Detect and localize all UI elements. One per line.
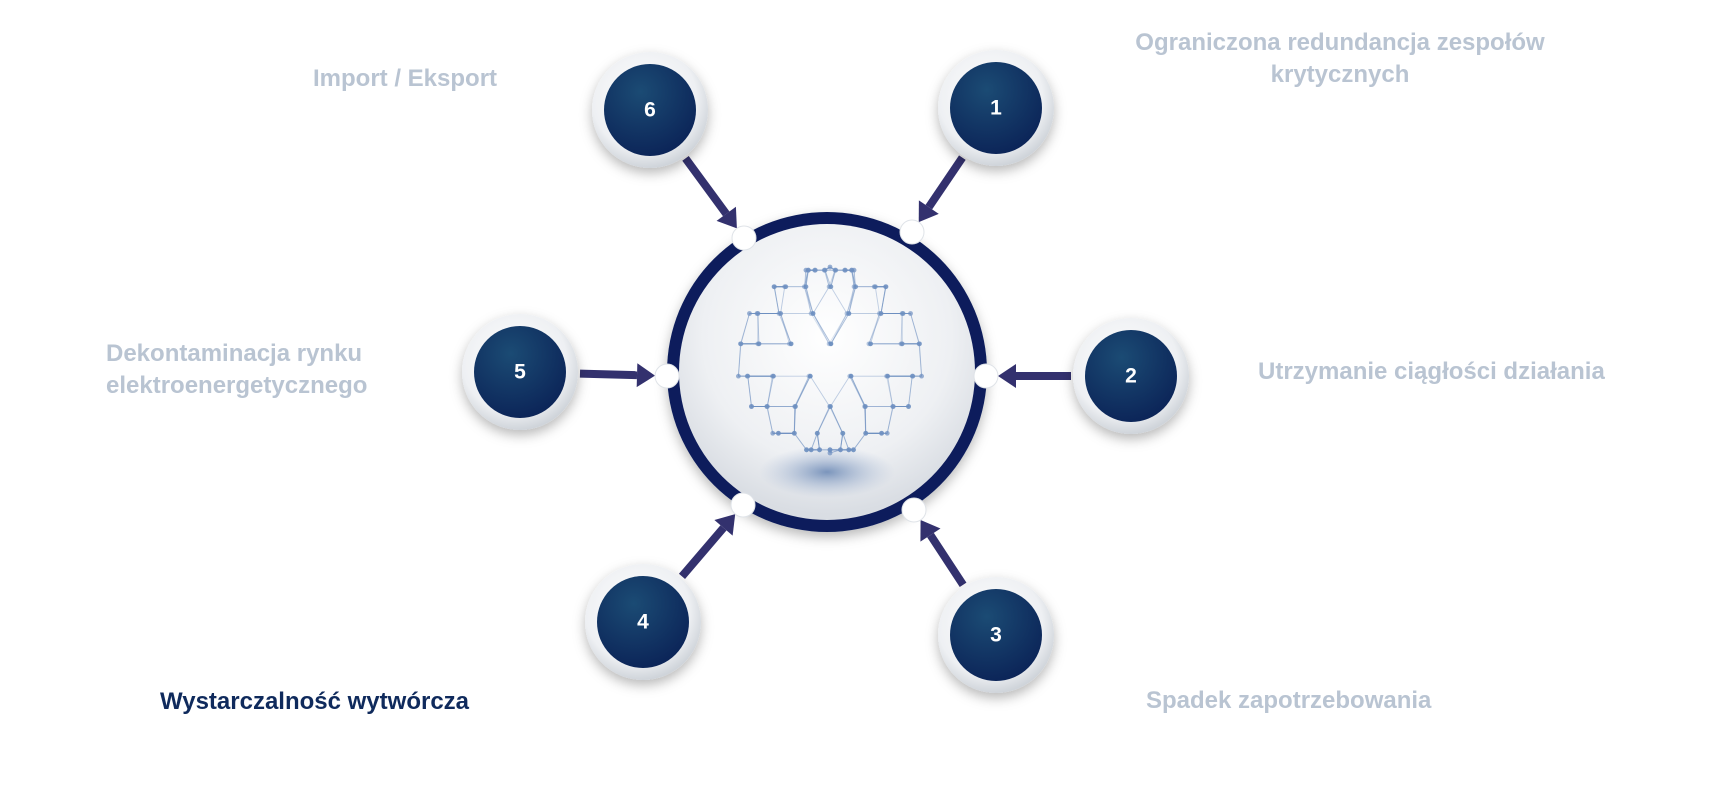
port-dot bbox=[731, 225, 757, 251]
connector-2 bbox=[973, 363, 1071, 389]
port-dot bbox=[654, 363, 680, 389]
node-label-4: Wystarczalność wytwórcza bbox=[160, 686, 469, 718]
arrow-head-icon bbox=[636, 363, 656, 388]
node-label-2: Utrzymanie ciągłości działania bbox=[1258, 356, 1605, 388]
node-5: 5 bbox=[462, 314, 578, 430]
node-number-4: 4 bbox=[637, 611, 649, 634]
connector-1 bbox=[899, 155, 966, 245]
node-disc bbox=[474, 326, 566, 418]
node-1: 1 bbox=[938, 50, 1054, 166]
node-label-5-line-1: Dekontaminacja rynku bbox=[106, 340, 363, 367]
arrow-shaft bbox=[682, 155, 730, 217]
port-dot bbox=[899, 219, 925, 245]
node-number-6: 6 bbox=[644, 99, 656, 122]
node-label-1: Ograniczona redundancja zespołów krytycz… bbox=[1085, 27, 1595, 91]
connector-layer bbox=[579, 155, 1071, 588]
node-disc bbox=[597, 576, 689, 668]
node-4: 4 bbox=[585, 564, 701, 680]
node-number-2: 2 bbox=[1125, 365, 1137, 388]
arrow-shaft bbox=[678, 525, 727, 579]
arrow-shaft bbox=[927, 532, 967, 588]
node-layer: 1 2 3 4 5 6 bbox=[462, 50, 1189, 693]
node-label-4-line-1: Wystarczalność wytwórcza bbox=[160, 688, 470, 715]
arrow-shaft bbox=[579, 369, 638, 380]
arrow-head-icon bbox=[716, 206, 737, 229]
node-disc bbox=[950, 589, 1042, 681]
port-dot bbox=[901, 497, 927, 523]
node-label-6: Import / Eksport bbox=[313, 63, 497, 95]
node-label-5: Dekontaminacja rynku elektroenergetyczne… bbox=[106, 338, 367, 402]
connector-4 bbox=[678, 492, 756, 579]
network-globe-icon bbox=[736, 264, 924, 456]
arrow-shaft bbox=[925, 155, 966, 210]
node-disc bbox=[1085, 330, 1177, 422]
connector-5 bbox=[579, 363, 680, 389]
node-number-3: 3 bbox=[990, 624, 1002, 647]
arrow-head-icon bbox=[998, 364, 1016, 388]
arrow-head-icon bbox=[714, 514, 736, 536]
port-dot bbox=[730, 492, 756, 518]
node-6: 6 bbox=[592, 52, 708, 168]
arrow-head-icon bbox=[918, 200, 939, 223]
node-number-1: 1 bbox=[990, 97, 1002, 120]
node-label-1-line-2: krytycznych bbox=[1270, 61, 1410, 88]
node-3: 3 bbox=[938, 577, 1054, 693]
node-label-1-line-1: Ograniczona redundancja zespołów bbox=[1135, 29, 1545, 56]
node-disc bbox=[950, 62, 1042, 154]
node-label-3: Spadek zapotrzebowania bbox=[1146, 685, 1431, 717]
connector-3 bbox=[901, 497, 967, 588]
node-disc bbox=[604, 64, 696, 156]
node-label-2-line-1: Utrzymanie ciągłości działania bbox=[1258, 358, 1605, 385]
node-label-6-line-1: Import / Eksport bbox=[313, 65, 498, 92]
node-label-5-line-2: elektroenergetycznego bbox=[106, 372, 368, 399]
globe-vertices bbox=[736, 264, 924, 456]
central-hub bbox=[667, 212, 987, 532]
node-label-3-line-1: Spadek zapotrzebowania bbox=[1146, 687, 1432, 714]
arrow-head-icon bbox=[920, 520, 941, 542]
node-number-5: 5 bbox=[514, 361, 526, 384]
node-2: 2 bbox=[1073, 318, 1189, 434]
connector-6 bbox=[682, 155, 757, 251]
port-dot bbox=[973, 363, 999, 389]
